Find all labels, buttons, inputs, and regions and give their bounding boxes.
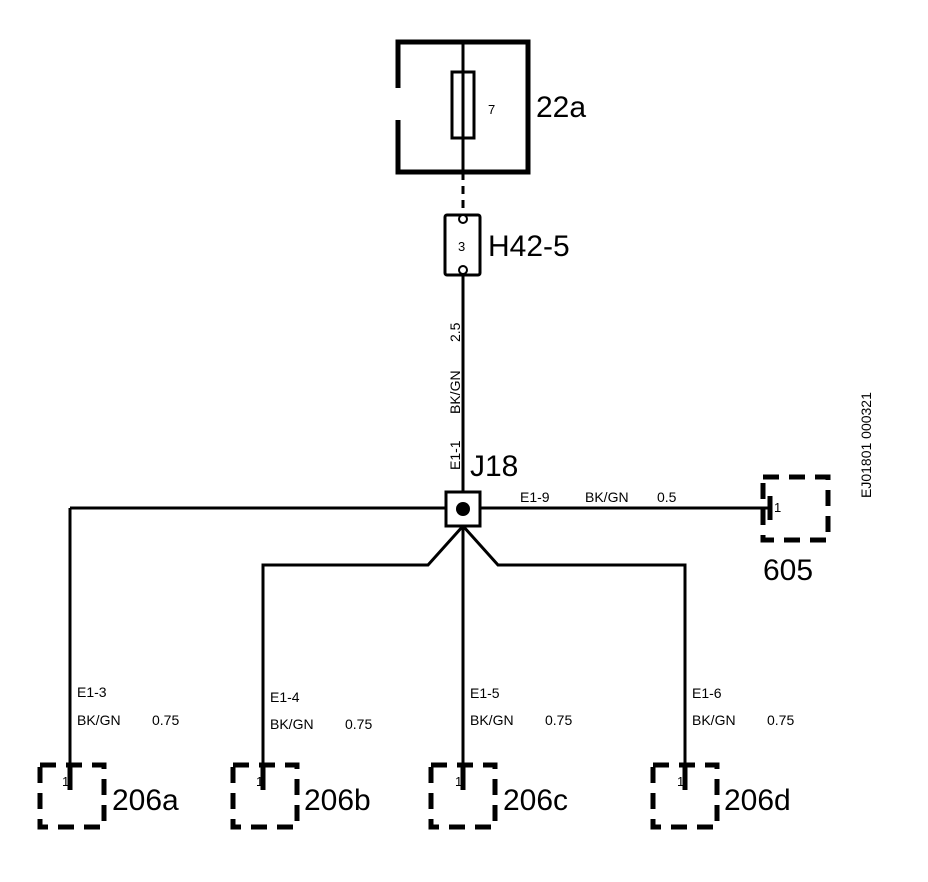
wire-e1-4-circuit: E1-4 bbox=[270, 689, 300, 705]
connector-bottom-terminal bbox=[458, 265, 468, 275]
feed-wire-circuit: E1-1 bbox=[447, 440, 463, 470]
feed-wire-gauge: 2.5 bbox=[447, 322, 463, 342]
component-605-label: 605 bbox=[763, 554, 813, 587]
wire-e1-9-gauge: 0.5 bbox=[657, 489, 677, 505]
wire-e1-9-color: BK/GN bbox=[585, 489, 629, 505]
component-605-pin: 1 bbox=[774, 500, 781, 515]
wire-e1-3-circuit: E1-3 bbox=[77, 684, 107, 700]
fuse-label: 22a bbox=[536, 91, 586, 124]
connector-top-terminal bbox=[458, 214, 468, 224]
wire-e1-5-gauge: 0.75 bbox=[545, 712, 572, 728]
connector-label: H42-5 bbox=[488, 230, 570, 263]
component-605-box bbox=[760, 474, 831, 543]
connector-h42-5: 3 H42-5 bbox=[443, 213, 570, 277]
component-206c: 1 206c bbox=[428, 762, 568, 830]
component-206b-pin: 1 bbox=[256, 774, 263, 789]
component-206b-label: 206b bbox=[304, 784, 371, 817]
wire-e1-6 bbox=[461, 524, 687, 772]
wire-e1-6-color: BK/GN bbox=[692, 712, 736, 728]
wire-e1-4-color: BK/GN bbox=[270, 716, 314, 732]
component-206a-pin: 1 bbox=[62, 774, 69, 789]
component-206d-label: 206d bbox=[724, 784, 791, 817]
feed-wire-color: BK/GN bbox=[447, 370, 463, 414]
component-206c-pin: 1 bbox=[455, 774, 462, 789]
component-605: 1 605 bbox=[760, 474, 831, 587]
wire-e1-4 bbox=[261, 524, 465, 772]
component-206a-label: 206a bbox=[112, 784, 179, 817]
wire-e1-9-circuit: E1-9 bbox=[520, 489, 550, 505]
connector-pin: 3 bbox=[458, 239, 465, 254]
wire-e1-5-color: BK/GN bbox=[470, 712, 514, 728]
component-206c-label: 206c bbox=[503, 784, 568, 817]
wire-e1-3-color: BK/GN bbox=[77, 712, 121, 728]
wire-e1-3-gauge: 0.75 bbox=[152, 712, 179, 728]
fuse-number: 7 bbox=[488, 102, 495, 117]
component-206a: 1 206a bbox=[37, 762, 179, 830]
wire-e1-6-circuit: E1-6 bbox=[692, 685, 722, 701]
junction-label: J18 bbox=[470, 450, 518, 483]
component-206b: 1 206b bbox=[230, 762, 371, 830]
wire-e1-4-gauge: 0.75 bbox=[345, 716, 372, 732]
component-206d: 1 206d bbox=[650, 762, 791, 830]
wire-e1-5-circuit: E1-5 bbox=[470, 685, 500, 701]
fuse-box-22a: 7 22a bbox=[395, 39, 586, 175]
component-206d-pin: 1 bbox=[677, 774, 684, 789]
doc-code: EJ01801 000321 bbox=[858, 392, 874, 498]
wire-e1-6-gauge: 0.75 bbox=[767, 712, 794, 728]
junction-dot bbox=[456, 502, 470, 516]
